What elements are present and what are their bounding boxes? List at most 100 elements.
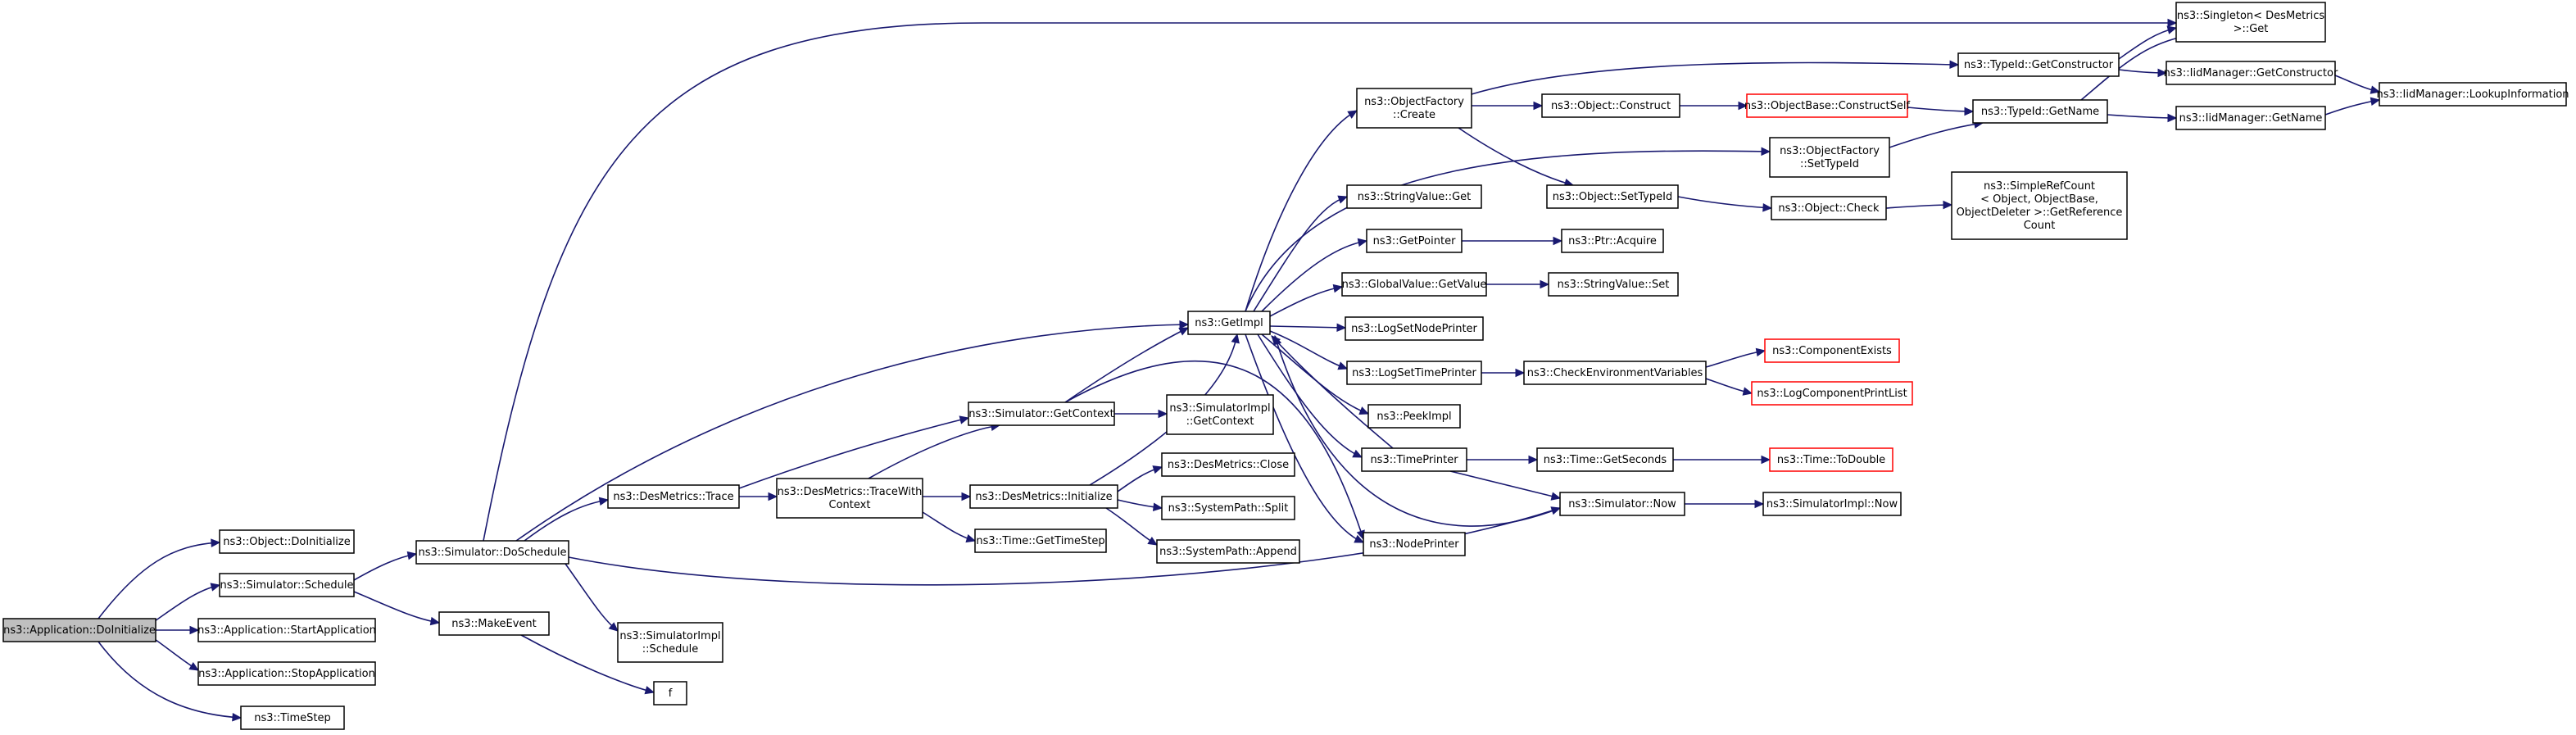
- node-simimpl-schedule[interactable]: ns3::SimulatorImpl::Schedule: [617, 622, 723, 663]
- node-sp-split[interactable]: ns3::SystemPath::Split: [1161, 496, 1295, 520]
- edge-line: [1269, 286, 1343, 317]
- node-label: ns3::NodePrinter: [1369, 538, 1459, 551]
- node-getimpl[interactable]: ns3::GetImpl: [1187, 311, 1271, 335]
- node-sim-getcontext[interactable]: ns3::Simulator::GetContext: [968, 402, 1115, 426]
- edge-line: [1261, 240, 1367, 312]
- node-label: ns3::Simulator::Now: [1568, 498, 1676, 510]
- node-box: [1363, 532, 1466, 556]
- arrowhead-icon: [1357, 238, 1368, 247]
- node-simplerefcount[interactable]: ns3::SimpleRefCount< Object, ObjectBase,…: [1951, 171, 2128, 240]
- node-timeprinter[interactable]: ns3::TimePrinter: [1361, 447, 1467, 472]
- node-box: [1161, 452, 1295, 477]
- node-label: ns3::DesMetrics::TraceWith: [778, 486, 923, 498]
- node-sv-set[interactable]: ns3::StringValue::Set: [1548, 272, 1679, 297]
- node-sim-now[interactable]: ns3::Simulator::Now: [1559, 492, 1685, 516]
- edge-app_doinit-to-app_start: [156, 625, 200, 635]
- node-objbase-constructself[interactable]: ns3::ObjectBase::ConstructSelf: [1744, 93, 1911, 118]
- node-peekimpl[interactable]: ns3::PeekImpl: [1367, 404, 1461, 429]
- node-app-doinit[interactable]: ns3::Application::DoInitialize: [2, 618, 156, 642]
- node-box: [653, 681, 687, 706]
- edge-line: [483, 22, 2176, 542]
- node-ptr-acquire[interactable]: ns3::Ptr::Acquire: [1561, 229, 1664, 253]
- node-iidmanager-getname[interactable]: ns3::IidManager::GetName: [2175, 106, 2326, 130]
- node-label: ns3::ObjectBase::ConstructSelf: [1744, 100, 1911, 112]
- node-time-gettimestep[interactable]: ns3::Time::GetTimeStep: [974, 529, 1107, 553]
- node-nodeprinter[interactable]: ns3::NodePrinter: [1363, 532, 1466, 556]
- node-app-stop[interactable]: ns3::Application::StopApplication: [197, 661, 376, 686]
- node-obj-construct[interactable]: ns3::Object::Construct: [1541, 93, 1680, 118]
- node-box: [1746, 93, 1908, 118]
- edge-line: [1274, 335, 1561, 527]
- node-logcomponentprintlist[interactable]: ns3::LogComponentPrintList: [1751, 381, 1913, 406]
- node-of-create[interactable]: ns3::ObjectFactory::Create: [1356, 88, 1472, 129]
- edge-app_doinit-to-timestep: [98, 641, 243, 722]
- node-sp-append[interactable]: ns3::SystemPath::Append: [1156, 539, 1300, 564]
- edge-sim_getcontext-to-getimpl: [1064, 327, 1190, 403]
- node-checkenv[interactable]: ns3::CheckEnvironmentVariables: [1523, 361, 1707, 385]
- node-typeid-getname[interactable]: ns3::TypeId::GetName: [1972, 99, 2108, 124]
- edge-of_create-to-obj_construct: [1472, 101, 1544, 111]
- arrowhead-icon: [1358, 406, 1370, 415]
- edge-of_settypeid-to-typeid_getname: [1889, 120, 1984, 148]
- node-box: [219, 529, 355, 554]
- node-box: [1957, 52, 2120, 77]
- node-gv-getvalue[interactable]: ns3::GlobalValue::GetValue: [1341, 272, 1487, 297]
- node-simimpl-getcontext[interactable]: ns3::SimulatorImpl::GetContext: [1166, 394, 1274, 435]
- node-label: ns3::Ptr::Acquire: [1568, 235, 1657, 247]
- node-iidmanager-lookupinformation[interactable]: ns3::IidManager::LookupInformation: [2376, 82, 2569, 107]
- node-componentexists[interactable]: ns3::ComponentExists: [1764, 338, 1900, 363]
- node-sim-schedule[interactable]: ns3::Simulator::Schedule: [219, 573, 355, 597]
- node-dm-close[interactable]: ns3::DesMetrics::Close: [1161, 452, 1295, 477]
- arrowhead-icon: [1949, 60, 1960, 70]
- node-app-start[interactable]: ns3::Application::StartApplication: [197, 618, 376, 642]
- node-simimpl-now[interactable]: ns3::SimulatorImpl::Now: [1762, 492, 1902, 516]
- node-label: ns3::IidManager::LookupInformation: [2376, 88, 2569, 101]
- edge-line: [524, 499, 609, 542]
- edge-sim_doschedule-to-dm_trace: [524, 497, 610, 542]
- node-timestep[interactable]: ns3::TimeStep: [240, 706, 345, 730]
- node-dm-trace[interactable]: ns3::DesMetrics::Trace: [607, 484, 740, 509]
- node-makeevent[interactable]: ns3::MakeEvent: [438, 611, 550, 636]
- edge-dm_initialize-to-dm_close: [1117, 465, 1163, 492]
- node-obj-check[interactable]: ns3::Object::Check: [1771, 196, 1887, 220]
- node-iidmanager-getconstructor[interactable]: ns3::IidManager::GetConstructor: [2164, 61, 2338, 85]
- node-box: [1771, 196, 1887, 220]
- arrowhead-icon: [211, 538, 221, 547]
- node-box: [969, 484, 1118, 509]
- node-getpointer[interactable]: ns3::GetPointer: [1366, 229, 1463, 253]
- arrowhead-icon: [210, 583, 221, 592]
- edge-sim_now-to-getimpl: [1273, 334, 1561, 527]
- node-logsettimeprinter[interactable]: ns3::LogSetTimePrinter: [1346, 361, 1482, 385]
- edge-line: [1449, 470, 1561, 499]
- node-time-todouble[interactable]: ns3::Time::ToDouble: [1769, 447, 1893, 472]
- edge-line: [520, 634, 655, 693]
- edge-line: [1907, 107, 1974, 112]
- node-logsetnodeprinter[interactable]: ns3::LogSetNodePrinter: [1345, 316, 1484, 341]
- node-typeid-getconstructor[interactable]: ns3::TypeId::GetConstructor: [1957, 52, 2120, 77]
- node-singleton-get[interactable]: ns3::Singleton< DesMetrics >::Get: [2175, 2, 2326, 43]
- node-f[interactable]: f: [653, 681, 687, 706]
- arrowhead-icon: [2370, 97, 2381, 107]
- edge-typeid_getconstructor-to-iidmanager_getconstructor: [2118, 68, 2168, 78]
- node-box: [197, 661, 376, 686]
- edge-line: [1064, 327, 1189, 403]
- edge-objbase_constructself-to-typeid_getname: [1907, 107, 1975, 116]
- node-time-getseconds[interactable]: ns3::Time::GetSeconds: [1536, 447, 1674, 472]
- edge-getimpl-to-logsetnodeprinter: [1269, 323, 1347, 333]
- edge-line: [922, 511, 976, 542]
- node-sim-doschedule[interactable]: ns3::Simulator::DoSchedule: [415, 540, 569, 565]
- node-box: [1166, 394, 1274, 435]
- node-sv-get[interactable]: ns3::StringValue::Get: [1346, 184, 1482, 209]
- node-label: ns3::ObjectFactory: [1364, 96, 1464, 108]
- node-obj-settypeid[interactable]: ns3::Object::SetTypeId: [1546, 184, 1679, 209]
- node-box: [1559, 492, 1685, 516]
- arrowhead-icon: [1147, 536, 1159, 546]
- node-box: [1769, 447, 1893, 472]
- node-of-settypeid[interactable]: ns3::ObjectFactory::SetTypeId: [1769, 137, 1890, 178]
- node-obj-doinit[interactable]: ns3::Object::DoInitialize: [219, 529, 355, 554]
- edge-line: [868, 424, 1000, 479]
- node-dm-initialize[interactable]: ns3::DesMetrics::Initialize: [969, 484, 1118, 509]
- node-box: [240, 706, 345, 730]
- edge-line: [1271, 335, 1394, 449]
